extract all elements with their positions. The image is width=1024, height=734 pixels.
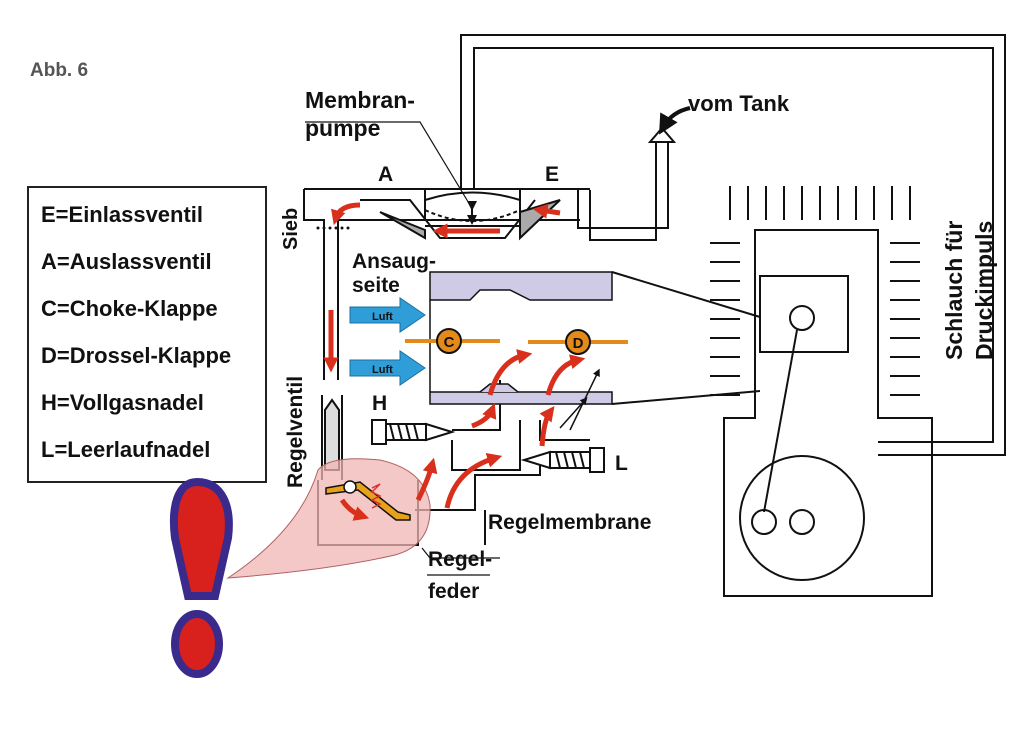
- needle-h: [371, 419, 456, 445]
- sieve: [316, 226, 350, 230]
- legend-box: E=Einlassventil A=Auslassventil C=Choke-…: [27, 186, 267, 483]
- control-spring: [370, 483, 382, 509]
- legend-item-a: A=Auslassventil: [41, 249, 212, 274]
- valve-e-label: E: [545, 163, 559, 186]
- choke-plate: C: [405, 328, 500, 354]
- legend-item-d: D=Drossel-Klappe: [41, 343, 232, 368]
- needle-l: [520, 447, 605, 473]
- regelventil-label: Regelventil: [284, 376, 307, 488]
- regelfeder-label-1: Regel-: [428, 548, 492, 571]
- choke-label: C: [444, 334, 455, 351]
- schlauch-label-2: Druckimpuls: [971, 221, 997, 360]
- valve-a-label: A: [378, 163, 393, 186]
- ansaug-label-1: Ansaug-: [352, 250, 436, 273]
- regulator-valve: [321, 395, 343, 480]
- engine: [611, 229, 933, 597]
- vom-tank-label: vom Tank: [688, 91, 790, 116]
- regelfeder-label-2: feder: [428, 580, 479, 603]
- highlight-region: [226, 458, 431, 579]
- mixture-flow-arrows: [559, 368, 600, 431]
- figure-number: Abb. 6: [30, 60, 89, 81]
- sieb-label: Sieb: [280, 208, 302, 250]
- legend-item-e: E=Einlassventil: [41, 202, 204, 227]
- fuel-inlet-line: [577, 126, 677, 241]
- membran-label-1: Membran-: [305, 87, 415, 113]
- schlauch-label-1: Schlauch für: [941, 221, 967, 360]
- cooling-fins: [710, 186, 920, 396]
- impulse-hose: [460, 34, 1006, 456]
- ansaug-label-2: seite: [352, 274, 400, 297]
- legend-item-l: L=Leerlaufnadel: [41, 437, 211, 462]
- leader-lines: [305, 121, 500, 576]
- throttle-plate: D: [528, 329, 628, 355]
- throttle-label: D: [573, 335, 584, 352]
- legend-item-c: C=Choke-Klappe: [41, 296, 218, 321]
- air-label-2: Luft: [372, 364, 393, 376]
- exclamation-mark: [169, 477, 233, 678]
- regelmembrane-label: Regelmembrane: [488, 511, 651, 534]
- membrane-pump: [303, 188, 590, 380]
- fuel-flow-arrows: [323, 202, 586, 521]
- air-arrow-1: Luft: [349, 297, 426, 333]
- membran-label-2: pumpe: [305, 115, 380, 141]
- air-label-1: Luft: [372, 311, 393, 323]
- needle-h-label: H: [372, 392, 387, 415]
- needle-l-label: L: [615, 452, 628, 475]
- air-arrow-2: Luft: [349, 350, 426, 386]
- legend-item-h: H=Vollgasnadel: [41, 390, 204, 415]
- vom-tank-arrow: [659, 106, 691, 135]
